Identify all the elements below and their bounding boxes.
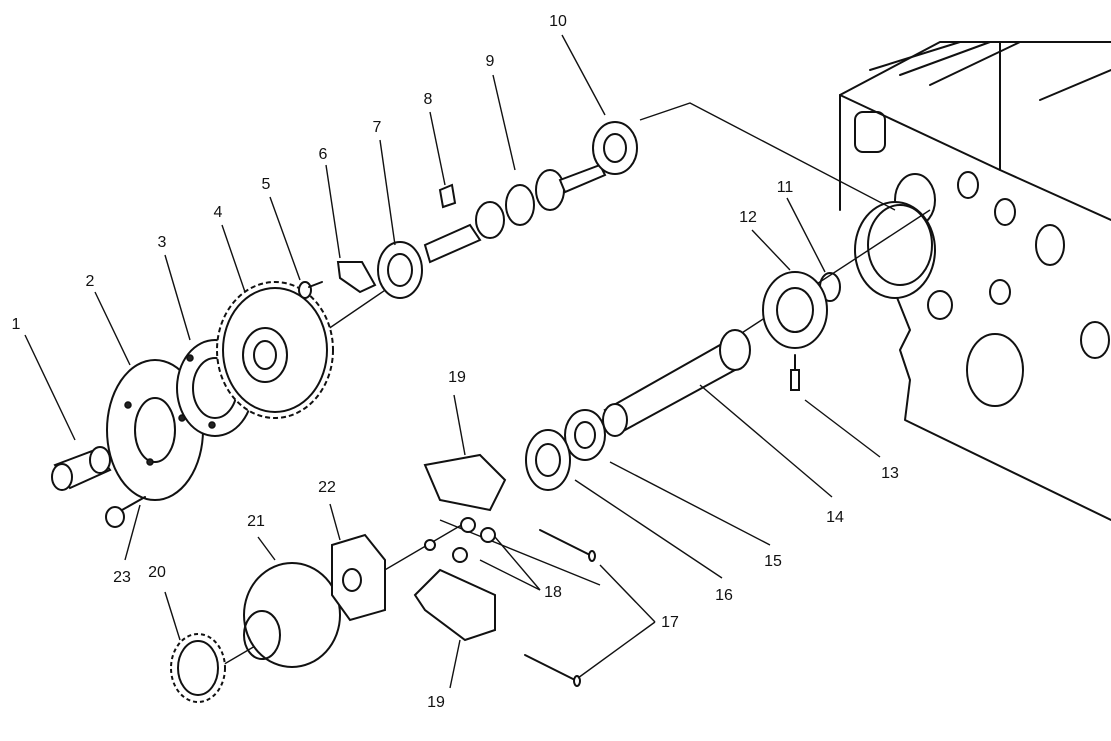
part-8-key [438, 183, 457, 209]
part-19-flyweight-lower [413, 568, 496, 642]
part-10-bearing [592, 121, 638, 175]
callout-8: 8 [424, 91, 433, 108]
callout-10: 10 [549, 13, 567, 30]
part-13-set-screw [790, 354, 800, 391]
callout-21: 21 [247, 513, 265, 530]
callout-leaders [24, 34, 881, 689]
part-21-weight-holder [243, 562, 341, 668]
engine-block [839, 41, 1111, 521]
callout-4: 4 [214, 204, 223, 221]
callout-20: 20 [148, 564, 166, 581]
part-16-sleeve [525, 429, 571, 491]
callout-18: 18 [544, 584, 562, 601]
callout-labels: 1 2 3 4 5 6 7 8 9 10 11 12 13 14 15 16 1… [12, 13, 899, 711]
callout-15: 15 [764, 553, 782, 570]
callout-7: 7 [373, 119, 382, 136]
part-4-cam-gear [216, 281, 334, 419]
part-9-camshaft [423, 163, 607, 264]
callout-1: 1 [12, 316, 21, 333]
part-15-washer [564, 409, 606, 461]
part-18-rollers [424, 517, 496, 563]
part-6-retainer [336, 261, 377, 294]
callout-17: 17 [661, 614, 679, 631]
part-23-bolt [105, 496, 146, 528]
callout-23: 23 [113, 569, 131, 586]
part-7-bearing [377, 241, 423, 299]
callout-6: 6 [319, 146, 328, 163]
callout-22: 22 [318, 479, 336, 496]
callout-5: 5 [262, 176, 271, 193]
callout-12: 12 [739, 209, 757, 226]
callout-9: 9 [486, 53, 495, 70]
part-20-drive-gear [170, 633, 226, 703]
callout-13: 13 [881, 465, 899, 482]
part-12-bearing [762, 271, 828, 349]
callout-2: 2 [86, 273, 95, 290]
callout-16: 16 [715, 587, 733, 604]
callout-19-upper: 19 [448, 369, 466, 386]
callout-11: 11 [777, 179, 794, 196]
callout-3: 3 [158, 234, 167, 251]
part-14-governor-shaft [602, 329, 751, 437]
part-19-flyweight-upper [423, 453, 507, 512]
callout-19-lower: 19 [427, 694, 445, 711]
part-17-pins [524, 529, 596, 687]
callout-14: 14 [826, 509, 844, 526]
part-1-sleeve [51, 446, 112, 491]
part-22-block [331, 533, 386, 622]
part-5-bolt [298, 281, 323, 299]
